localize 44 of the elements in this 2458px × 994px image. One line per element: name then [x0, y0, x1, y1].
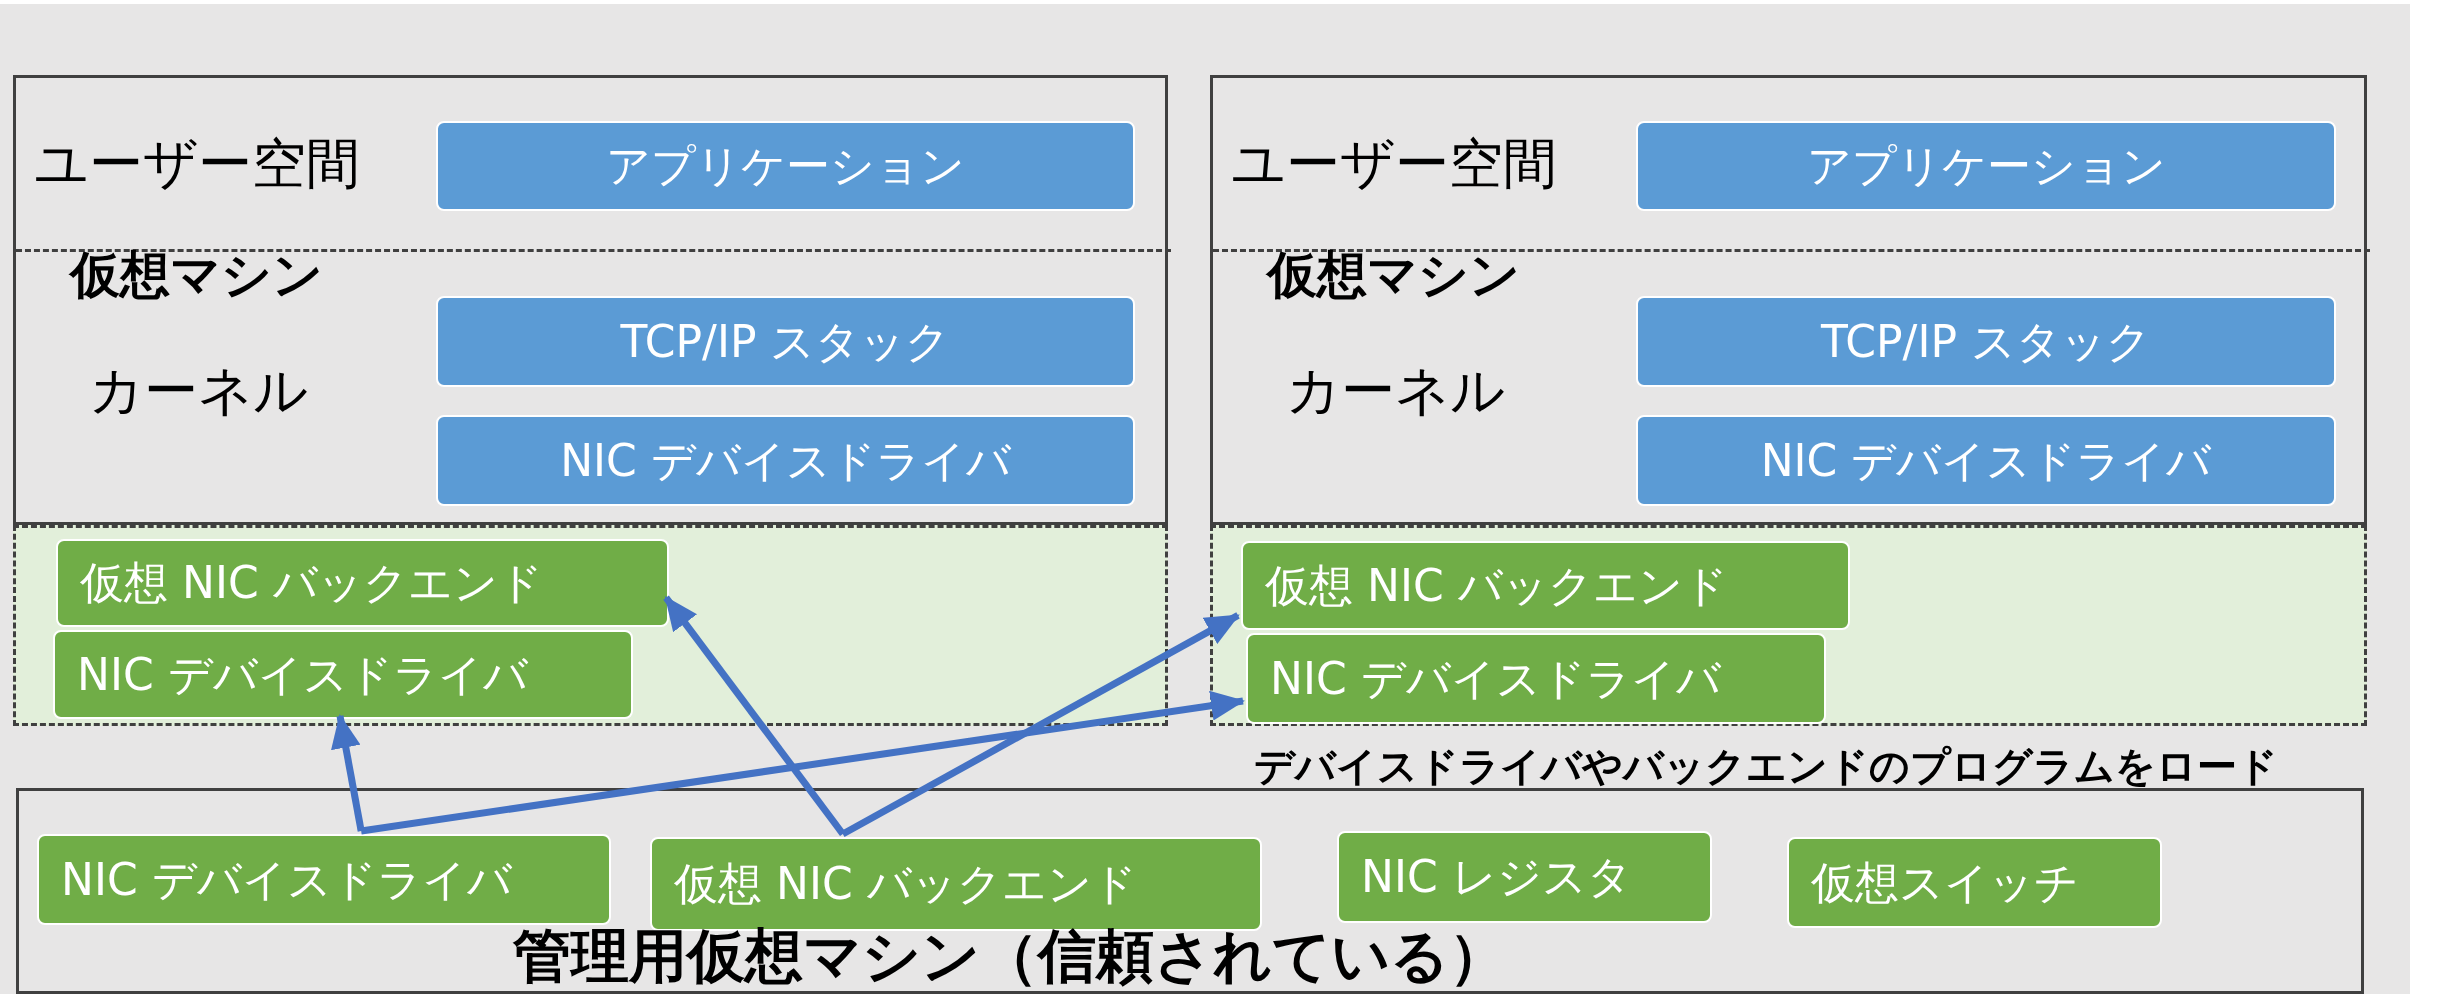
- process-box: [56, 539, 669, 627]
- section-label: カーネル: [1286, 357, 1505, 424]
- process-box: [53, 630, 633, 719]
- backend-region: [1210, 525, 2367, 726]
- box-label: TCP/IP スタック: [1821, 314, 2151, 369]
- box-label: TCP/IP スタック: [620, 314, 951, 369]
- process-box: [1241, 541, 1850, 630]
- box-label: アプリケーション: [1806, 139, 2166, 193]
- box-label: 仮想スイッチ: [1811, 855, 2079, 910]
- box-label: 仮想 NIC バックエンド: [1265, 558, 1728, 613]
- box-label: NIC デバイスドライバ: [1270, 651, 1721, 706]
- process-box: [436, 415, 1135, 506]
- box-label: 仮想 NIC バックエンド: [674, 857, 1137, 911]
- process-box: [1636, 415, 2336, 506]
- process-box: [436, 296, 1135, 387]
- arrow: [331, 714, 365, 832]
- process-box: [1787, 837, 2162, 928]
- section-label: カーネル: [89, 357, 308, 424]
- process-box: [37, 834, 611, 925]
- box-label: 仮想 NIC バックエンド: [80, 556, 543, 610]
- management-vm-frame: [16, 788, 2364, 994]
- box-label: NIC デバイスドライバ: [560, 433, 1011, 488]
- section-label: ユーザー空間: [1231, 131, 1557, 197]
- arrow: [663, 595, 846, 837]
- process-box: [1246, 633, 1826, 724]
- process-box: [1636, 121, 2336, 211]
- process-box: [436, 121, 1135, 211]
- section-label: ユーザー空間: [34, 131, 360, 197]
- arrow: [360, 690, 1245, 835]
- box-label: NIC デバイスドライバ: [1760, 433, 2212, 488]
- virtual-machine-frame: [13, 75, 1168, 525]
- virtual-machine-frame: [1210, 75, 2367, 525]
- backend-region: [13, 525, 1168, 726]
- frame-title: 管理用仮想マシン（信頼されている）: [513, 921, 1507, 992]
- box-label: NIC レジスタ: [1361, 850, 1632, 904]
- note-text: デバイスドライバやバックエンドのプログラムをロード: [1254, 742, 2278, 791]
- box-label: NIC デバイスドライバ: [77, 647, 528, 702]
- arrow: [841, 612, 1240, 838]
- process-box: [1636, 296, 2336, 387]
- frame-title: 仮想マシン: [1267, 245, 1520, 306]
- frame-title: 仮想マシン: [70, 245, 323, 306]
- box-label: アプリケーション: [606, 139, 965, 193]
- process-box: [1337, 831, 1712, 923]
- box-label: NIC デバイスドライバ: [61, 852, 512, 907]
